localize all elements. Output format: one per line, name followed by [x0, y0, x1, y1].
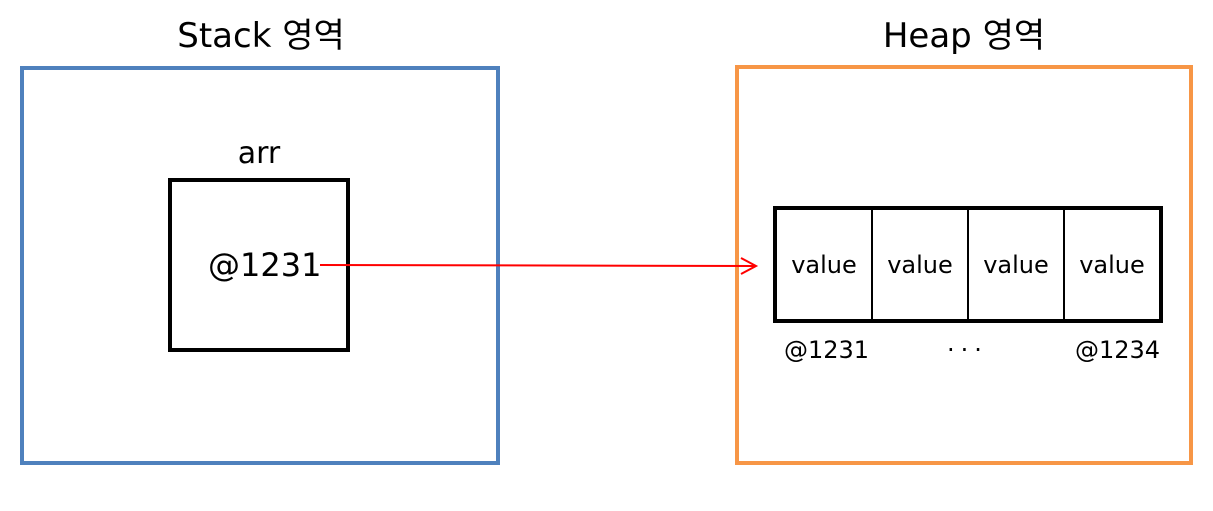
address-first: @1231	[784, 336, 870, 364]
array-cell: value	[967, 210, 1063, 319]
address-last: @1234	[1075, 336, 1161, 364]
variable-label: arr	[237, 136, 281, 171]
variable-reference-value: @1231	[208, 246, 322, 284]
heap-array: value value value value	[773, 206, 1163, 323]
array-cell: value	[871, 210, 967, 319]
array-cell: value	[1063, 210, 1159, 319]
address-ellipsis: ···	[947, 336, 988, 364]
heap-region-title: Heap 영역	[882, 16, 1046, 56]
stack-region-title: Stack 영역	[177, 16, 345, 56]
array-cell: value	[791, 250, 857, 279]
